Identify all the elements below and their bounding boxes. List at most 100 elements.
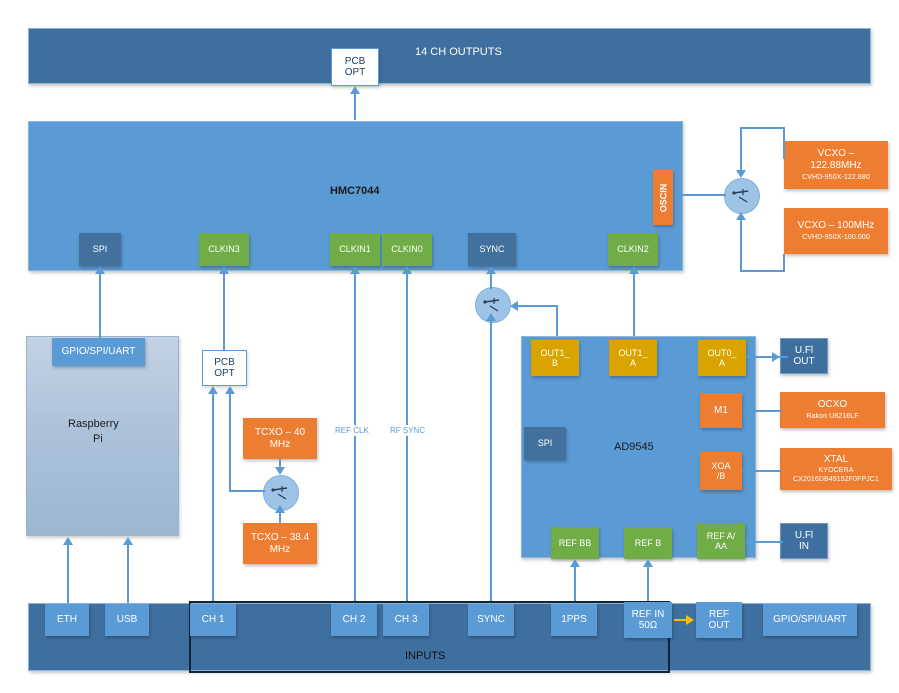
pcb-opt-top-box: PCB OPT (331, 48, 379, 86)
tcxo-38-block: TCXO – 38.4 MHz (243, 523, 317, 564)
arrow-out0a-to-uflout (772, 352, 780, 362)
vcxo-122-part: CVHD-950X-122.880 (802, 173, 870, 181)
ufl-out-line2: OUT (793, 356, 815, 367)
connector-usb[interactable]: USB (105, 604, 149, 636)
arrow-ocxo-to-m1 (742, 406, 750, 416)
arrow-ch3-to-clkin0 (402, 266, 412, 274)
inputs-group-label: INPUTS (405, 650, 446, 662)
arrow-hmc-to-pcbopt (350, 86, 360, 94)
connector-mux-to-oscin (682, 194, 726, 196)
arrow-vcxo100-into-mux (736, 212, 746, 220)
tcxo-40-line1: TCXO – 40 (254, 426, 306, 438)
connector-ref-in-line1: REF IN (631, 608, 665, 620)
connector-gpio-spi-uart[interactable]: GPIO/SPI/UART (763, 604, 857, 636)
port-ref-bb-label: REF BB (558, 537, 592, 548)
port-clkin1-label: CLKIN1 (339, 244, 371, 255)
switch-glyph-icon (483, 298, 500, 312)
port-ref-a-aa-line1: REF A/ (706, 530, 736, 541)
arrow-1pps-to-refbb (570, 559, 580, 567)
port-m1[interactable]: M1 (700, 393, 742, 428)
vcxo-100-part: CVHD-950X-100.000 (802, 233, 870, 241)
vcxo-100-title: VCXO – 100MHz (797, 219, 875, 231)
arrow-out1a-to-clkin2 (629, 266, 639, 274)
connector-ref-out[interactable]: REF OUT (696, 602, 742, 638)
ref-clk-label: REF CLK (333, 425, 371, 436)
ufl-out-block[interactable]: U.Fl OUT (780, 338, 828, 374)
tcxo-38-line1: TCXO – 38.4 (250, 531, 310, 543)
port-out1-a-line1: OUT1_ (618, 347, 648, 358)
port-ref-bb[interactable]: REF BB (551, 527, 599, 559)
arrow-ch2-to-clkin1 (350, 266, 360, 274)
vcxo-mux-switch-icon[interactable] (724, 178, 760, 214)
connector-vcxo100-down (783, 254, 785, 272)
ocxo-part: Rakon U8216LF (806, 412, 859, 420)
port-clkin1[interactable]: CLKIN1 (330, 233, 380, 266)
port-clkin3[interactable]: CLKIN3 (199, 233, 249, 266)
arrow-uflin-to-refaaa (745, 537, 753, 547)
connector-out0a-to-uflout (746, 356, 788, 358)
port-clkin2[interactable]: CLKIN2 (608, 233, 658, 266)
connector-ch3[interactable]: CH 3 (383, 604, 429, 636)
switch-glyph-icon (271, 486, 288, 500)
port-out0-a-line2: A (718, 358, 725, 368)
connector-ch3-label: CH 3 (394, 614, 418, 626)
pcb-opt-mid-box: PCB OPT (202, 350, 247, 386)
arrow-xtal-to-xoa (742, 466, 750, 476)
connector-1pps[interactable]: 1PPS (551, 604, 597, 636)
ocxo-block: OCXO Rakon U8216LF (780, 392, 885, 428)
arrow-pcbopt-to-clkin3 (219, 266, 229, 274)
connector-vcxo100-across (740, 270, 785, 272)
port-ref-a-aa-line2: AA (714, 541, 727, 551)
connector-1pps-label: 1PPS (561, 614, 587, 626)
xtal-block: XTAL KYOCERA CX2016DB49152F0FPJC1 (780, 448, 892, 490)
port-gpio-spi-uart-rpi[interactable]: GPIO/SPI/UART (52, 338, 145, 366)
connector-ch1[interactable]: CH 1 (190, 604, 236, 636)
ufl-in-block[interactable]: U.Fl IN (780, 523, 828, 559)
switch-glyph-icon (732, 189, 749, 203)
connector-eth-to-rpi (67, 545, 69, 603)
connector-gpio-spi-uart-label: GPIO/SPI/UART (773, 614, 847, 626)
port-out1-b[interactable]: OUT1_ B (531, 340, 579, 376)
connector-ch1-to-pcbopt (212, 394, 214, 603)
port-sync-hmc[interactable]: SYNC (468, 233, 516, 266)
arrow-eth-to-rpi (63, 537, 73, 545)
port-xoa-line2: /B (716, 471, 726, 481)
port-xoa-b[interactable]: XOA /B (700, 452, 742, 490)
port-clkin2-label: CLKIN2 (617, 244, 649, 255)
ocxo-title: OCXO (817, 398, 848, 410)
port-clkin0-label: CLKIN0 (391, 244, 423, 255)
port-out1-a[interactable]: OUT1_ A (609, 340, 657, 376)
arrow-syncmux-to-hmcsync (486, 266, 496, 274)
connector-eth[interactable]: ETH (45, 604, 89, 636)
port-ref-a-aa[interactable]: REF A/ AA (697, 523, 745, 559)
xtal-title: XTAL (823, 454, 849, 466)
vcxo-100-block: VCXO – 100MHz CVHD-950X-100.000 (784, 208, 888, 254)
port-out0-a[interactable]: OUT0_ A (698, 340, 746, 376)
connector-usb-label: USB (116, 614, 138, 626)
connector-rpi-to-hmc-spi (99, 274, 101, 338)
arrow-vcxo122-into-mux (736, 170, 746, 178)
connector-ch2[interactable]: CH 2 (331, 604, 377, 636)
port-oscin[interactable]: OSCIN (653, 170, 673, 225)
tcxo-38-line2: MHz (269, 543, 291, 555)
rf-sync-label: RF SYNC (388, 425, 428, 436)
pcb-opt-top-line1: PCB (344, 55, 366, 67)
connector-ref-in[interactable]: REF IN 50Ω (624, 602, 672, 638)
connector-ch3-to-clkin0 (406, 274, 408, 603)
port-spi-hmc[interactable]: SPI (79, 233, 121, 266)
xtal-part: CX2016DB49152F0FPJC1 (792, 475, 880, 483)
port-spi-ad9545[interactable]: SPI (524, 427, 566, 460)
vcxo-122-block: VCXO – 122.88MHz CVHD-950X-122.880 (784, 141, 888, 189)
connector-sync[interactable]: SYNC (468, 604, 514, 636)
vcxo-122-title2: 122.88MHz (810, 159, 862, 171)
port-clkin0[interactable]: CLKIN0 (382, 233, 432, 266)
arrow-rpi-to-hmc-spi (95, 266, 105, 274)
arrow-usb-to-rpi (123, 537, 133, 545)
raspberry-pi-block: Raspberry Pi (26, 336, 179, 536)
connector-uflin-to-refaaa (753, 541, 783, 543)
port-ref-b[interactable]: REF B (624, 527, 672, 559)
port-oscin-label: OSCIN (658, 183, 669, 212)
connector-ch2-label: CH 2 (342, 614, 366, 626)
port-ref-b-label: REF B (634, 537, 662, 548)
